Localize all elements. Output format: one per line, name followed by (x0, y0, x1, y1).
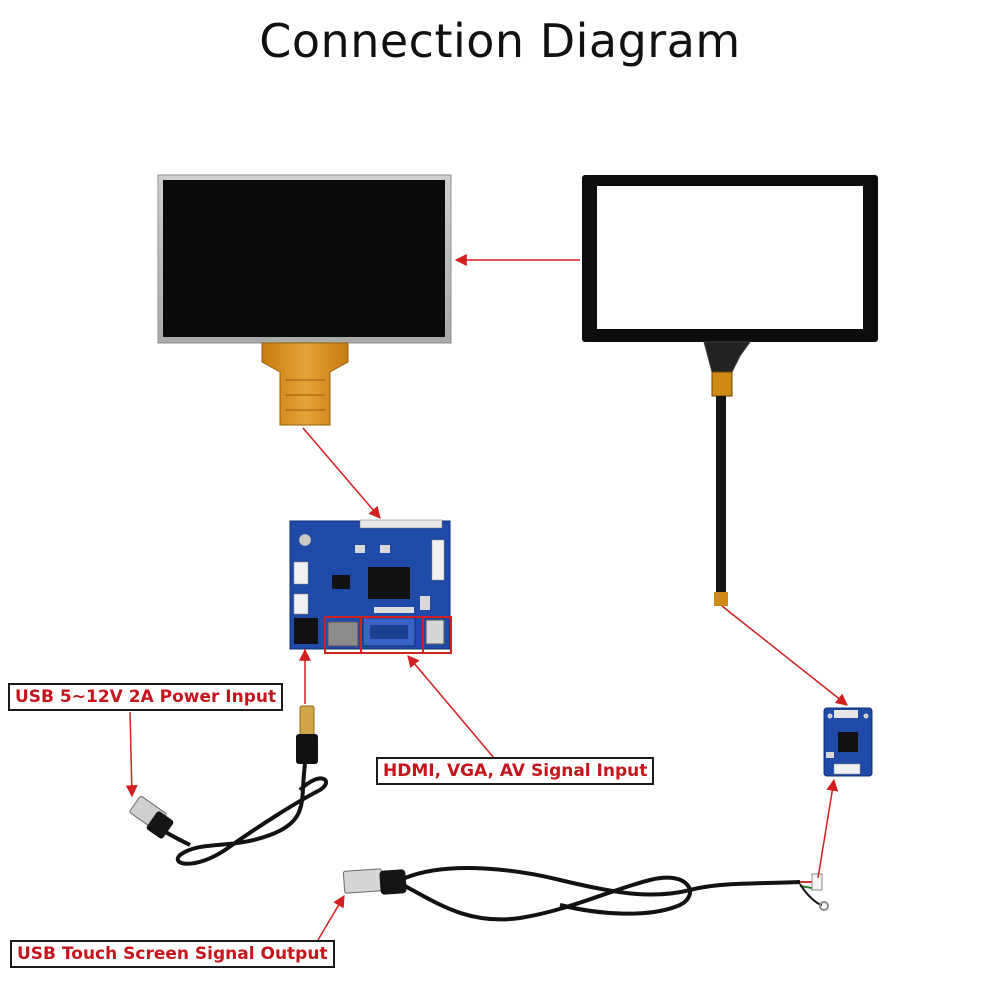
touch-output-label: USB Touch Screen Signal Output (10, 940, 335, 968)
power-jack (294, 618, 318, 644)
arrow-touch-label-to-usb (317, 894, 345, 941)
lcd-screen (163, 180, 445, 337)
power-cable (129, 705, 328, 866)
arrow-lcd-to-board (302, 427, 381, 519)
dc-plug-body (296, 734, 318, 764)
touch-controller-board (823, 707, 873, 777)
driver-board (289, 519, 452, 654)
touch-panel (582, 175, 878, 606)
lcd-panel (157, 174, 452, 426)
signal-input-label: HDMI, VGA, AV Signal Input (376, 757, 655, 785)
touch-usb-cable (342, 866, 829, 922)
arrow-cable-to-controller (817, 778, 839, 879)
diagram-title: Connection Diagram (259, 14, 741, 68)
connection-arrows (125, 254, 848, 941)
touch-glass-area (597, 186, 863, 329)
power-input-label: USB 5~12V 2A Power Input (8, 683, 284, 711)
usb-a-plug-touch (342, 868, 384, 894)
touch-flex-cable (716, 396, 726, 606)
av-port (425, 619, 445, 645)
hdmi-port (327, 621, 359, 647)
arrow-touchcable-to-controller (721, 605, 848, 706)
dc-plug-tip (299, 705, 315, 737)
lcd-fpc-cable (261, 342, 349, 426)
arrow-signal-label-to-ports (407, 655, 495, 759)
arrow-power-label-to-usb (125, 711, 138, 798)
av-highlight-box (422, 616, 452, 654)
touch-controller-chip (711, 371, 733, 397)
